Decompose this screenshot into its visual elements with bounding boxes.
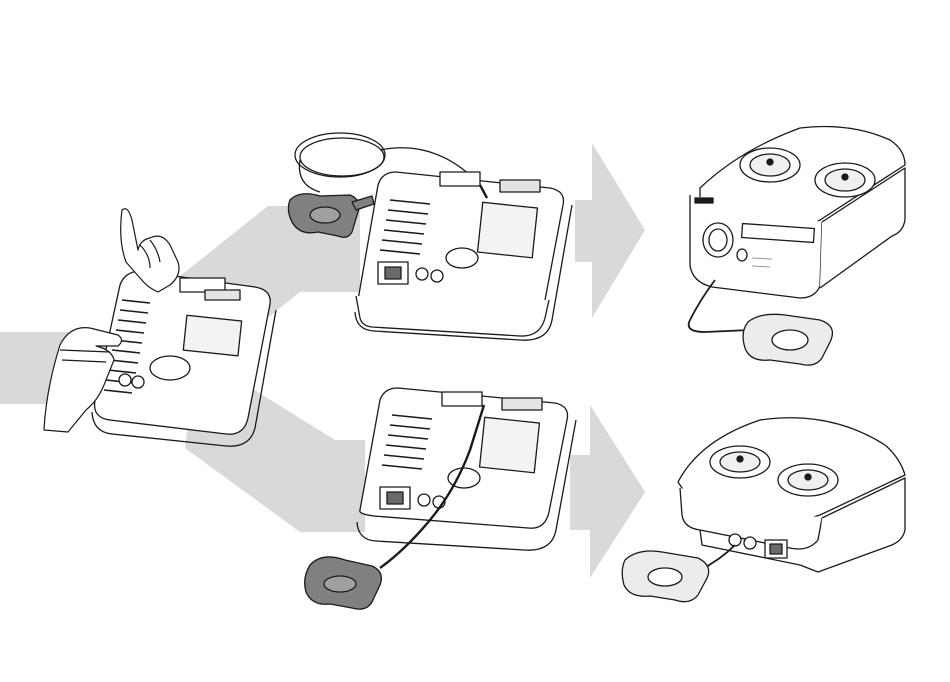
port-1 (418, 494, 430, 506)
foot-pad-center (324, 576, 356, 592)
cable-to-pad (299, 160, 320, 192)
port-2 (744, 537, 756, 549)
arrow-head-upper (575, 143, 645, 318)
connector-slot-right (205, 290, 240, 300)
power-inlet-inner (770, 544, 782, 554)
foot-pad-center (310, 207, 340, 223)
port-1 (119, 374, 131, 386)
device-front-wall (356, 296, 549, 336)
foot-pad-center (648, 568, 682, 586)
well-pin (767, 159, 773, 165)
foot-circle (150, 356, 190, 380)
control-knob-inner (709, 229, 727, 251)
port-1 (729, 534, 741, 546)
well-pin (737, 456, 743, 462)
port-2 (132, 376, 144, 388)
rating-label (183, 315, 241, 356)
well-pin (805, 474, 811, 480)
arrow-head-lower (570, 405, 645, 578)
connector-slot (442, 392, 482, 406)
brand-mark (695, 198, 713, 203)
power-inlet-inner (387, 492, 403, 504)
connector-slot-right (500, 180, 540, 192)
device-base-outline (95, 271, 271, 434)
step-3a-device-front (689, 127, 905, 366)
rating-label (478, 202, 538, 257)
power-inlet-inner (385, 267, 401, 279)
port-2 (431, 270, 443, 282)
foot-pad-center (772, 330, 808, 350)
connector-slot-right (502, 398, 542, 410)
well-pin (842, 174, 848, 180)
connector-slot (440, 172, 480, 186)
coiled-cable-2 (300, 138, 384, 176)
step-3b-device-rear (622, 418, 905, 602)
small-button (737, 249, 747, 261)
port-1 (416, 268, 428, 280)
foot-circle (446, 248, 478, 268)
rating-label (480, 417, 540, 472)
